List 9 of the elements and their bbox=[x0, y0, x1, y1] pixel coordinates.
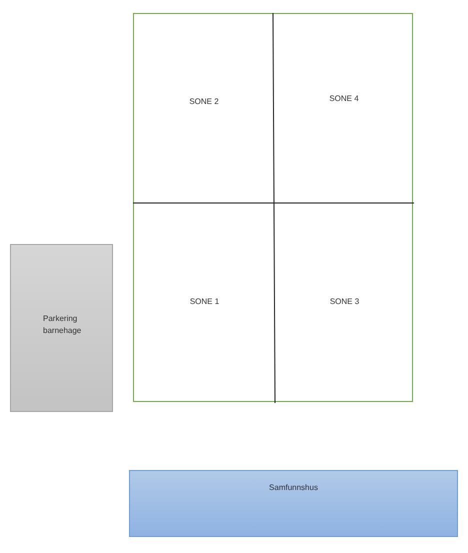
zone-label: SONE 2 bbox=[189, 97, 219, 106]
parking-area bbox=[10, 244, 113, 412]
zone-label: SONE 1 bbox=[190, 297, 220, 306]
building-block bbox=[129, 470, 458, 537]
field-outline bbox=[133, 13, 413, 402]
area-label: Parkering barnehage bbox=[43, 313, 82, 337]
area-label: Samfunnshus bbox=[269, 483, 318, 492]
zone-label: SONE 4 bbox=[329, 94, 359, 103]
zone-label: SONE 3 bbox=[330, 297, 360, 306]
